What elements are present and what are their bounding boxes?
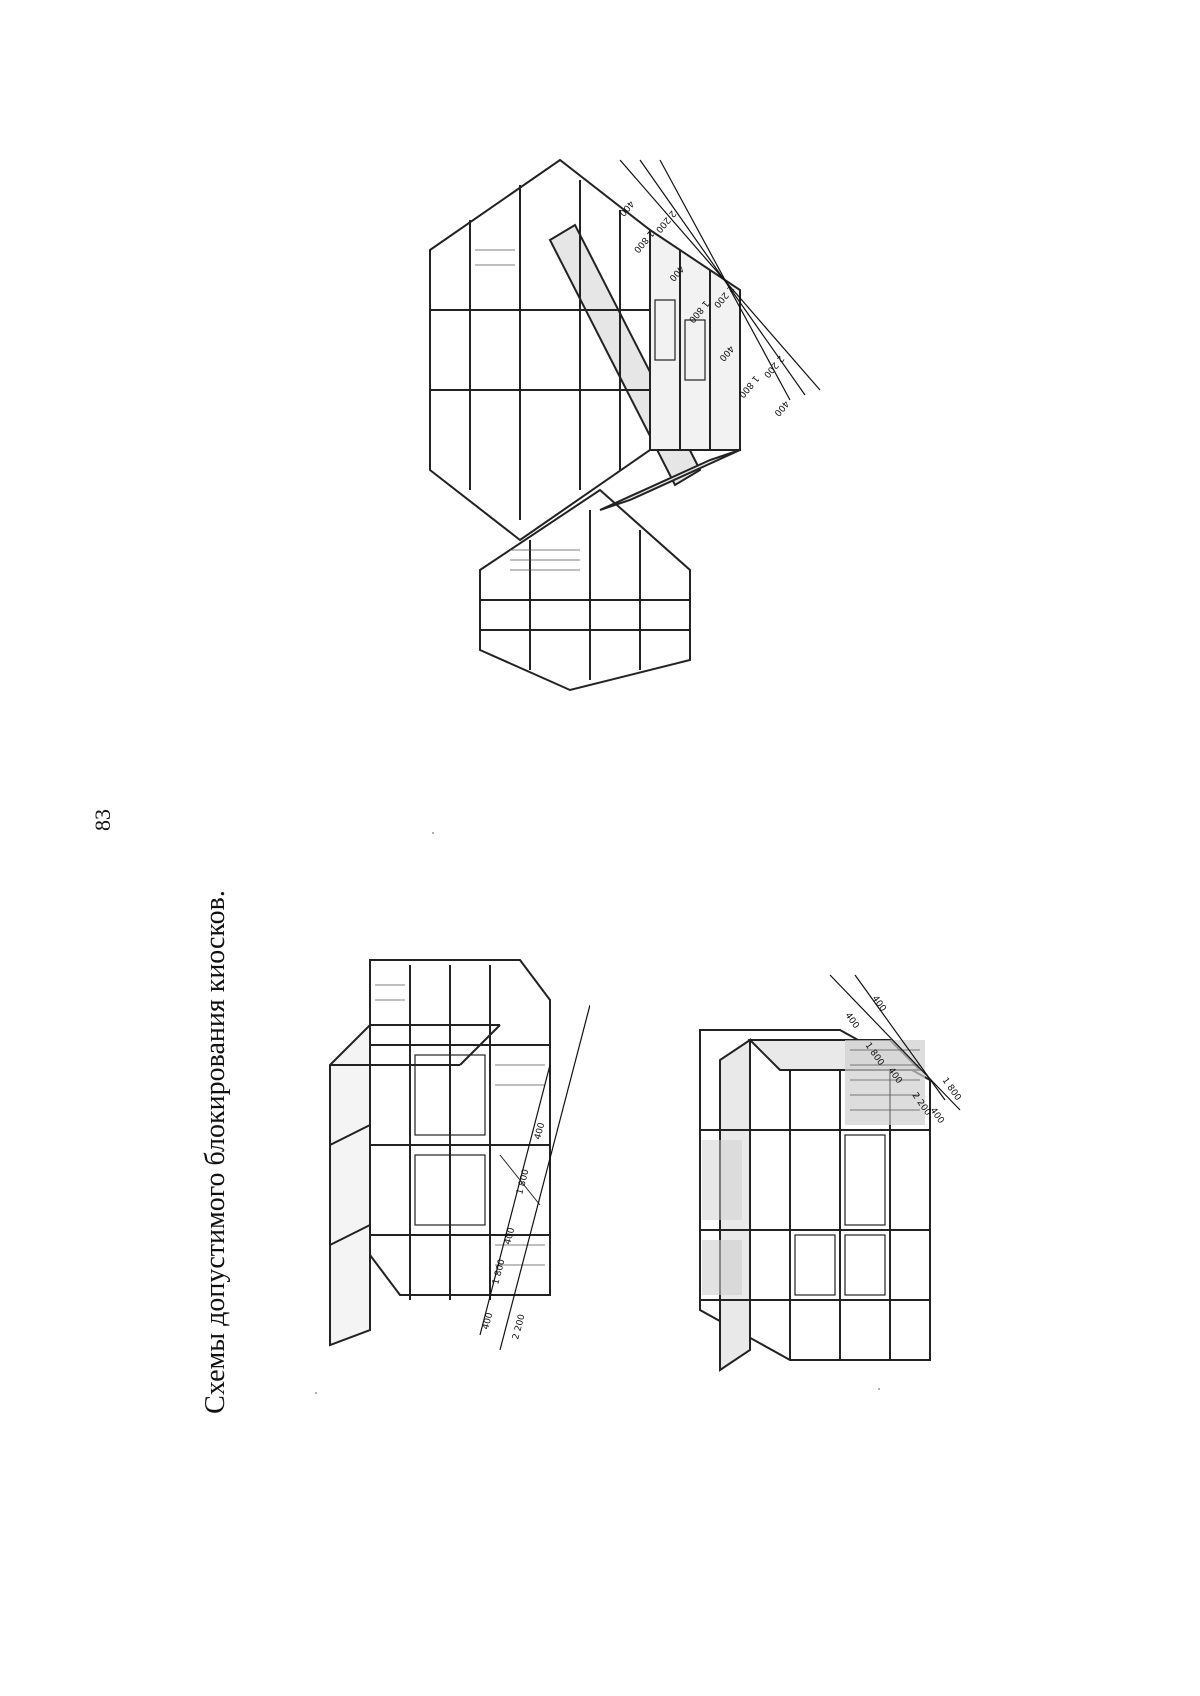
scan-speck [315,1392,317,1394]
dimension-label: 400 [481,1311,495,1330]
dimension-label: 2 200 [511,1313,527,1341]
kiosk-l-block-drawing: 400 1 800 2 200 400 1 800 2 200 400 1 80… [410,150,830,710]
dimension-label: 400 [533,1121,547,1140]
kiosk-row-drawing: 400 1 800 400 1 800 400 2 200 [300,945,590,1355]
dimension-label: 400 [771,398,790,418]
dimension-label: 2 200 [761,353,785,379]
kiosk-row-schematic: 400 1 800 400 1 800 400 2 200 [329,959,590,1351]
dimension-label: 400 [843,1011,861,1031]
dimension-label: 1 800 [491,1258,507,1286]
kiosk-corner-drawing: 400 1 800 400 2 200 400 1 800 400 [640,970,970,1380]
scan-speck [878,1388,880,1390]
scan-speck [432,832,434,834]
kiosk-l-block-schematic: 400 1 800 2 200 400 1 800 2 200 400 1 80… [429,158,821,692]
kiosk-corner-schematic: 400 1 800 400 2 200 400 1 800 400 [699,974,963,1372]
dimension-label: 1 800 [940,1076,963,1103]
dimension-label: 400 [870,994,888,1014]
page-number: 83 [90,809,115,831]
dimension-label: 400 [503,1226,517,1245]
figure-caption: Схемы допустимого блокирования киосков. [200,890,231,1414]
